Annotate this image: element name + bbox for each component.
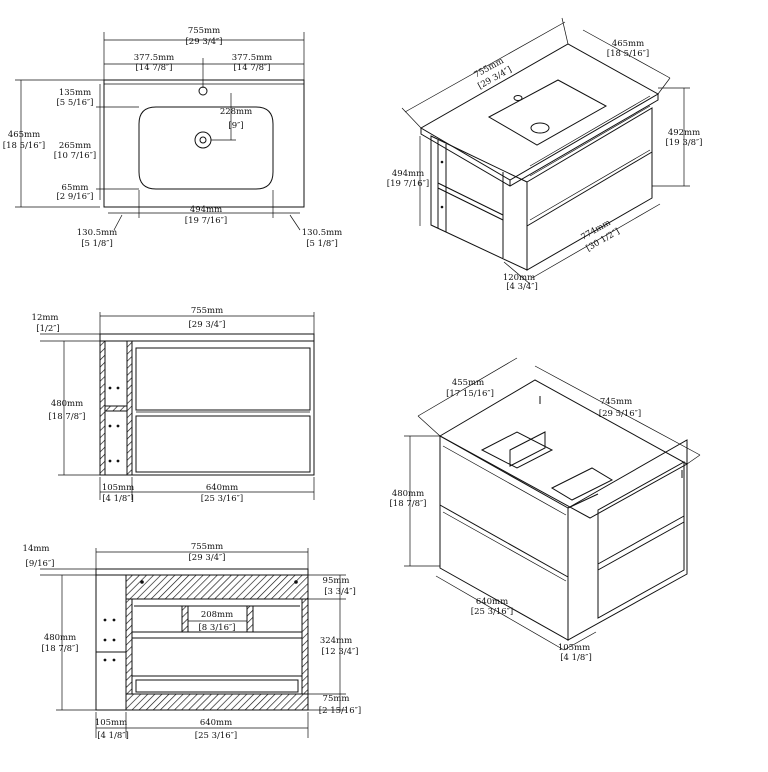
- top-tap-offset-in: [5 5/16″]: [56, 98, 93, 108]
- top-bowl-depth-in: [10 7/16″]: [54, 151, 96, 161]
- section-shelf-unit: [95, 574, 127, 711]
- section-top-mm: 14mm: [23, 544, 50, 554]
- iso-shelf-height-in: [19 7/16″]: [387, 179, 429, 189]
- iso-shelf-depth-in: [4 3/4″]: [506, 282, 538, 292]
- section-view: 755mm [29 3/4″] 14mm [9/16″] 480mm [18 7…: [23, 542, 362, 741]
- section-gap-in: [8 3/16″]: [198, 623, 235, 633]
- front-drawer-lower: [135, 415, 311, 473]
- top-side-left-in: [5 1/8″]: [81, 239, 113, 249]
- section-middle-mm: 324mm: [320, 636, 352, 646]
- front-width-in: [29 3/4″]: [188, 320, 225, 330]
- top-depth-mm: 465mm: [8, 130, 40, 140]
- front-cabinet-mm: 640mm: [206, 483, 238, 493]
- front-countertop: [99, 333, 315, 342]
- section-width-mm: 755mm: [191, 542, 223, 552]
- isometric-top-view: 755mm [29 3/4″] 465mm [18 5/16″] 492mm […: [387, 17, 703, 292]
- front-shelf-in: [4 1/8″]: [102, 494, 134, 504]
- front-width-mm: 755mm: [191, 306, 223, 316]
- iso-depth-mm: 465mm: [612, 39, 644, 49]
- top-view: 755mm [29 3/4″] 377.5mm [14 7/8″] 377.5m…: [3, 26, 342, 249]
- iso-b-width-mm: 745mm: [600, 397, 632, 407]
- iso-b-cabinet-mm: 640mm: [476, 597, 508, 607]
- front-height-mm: 480mm: [51, 399, 83, 409]
- iso-b-height-in: [18 7/8″]: [389, 499, 426, 509]
- top-half-right-in: [14 7/8″]: [233, 63, 270, 73]
- iso-b-depth-mm: 455mm: [452, 378, 484, 388]
- section-top-in: [9/16″]: [26, 559, 55, 569]
- iso-drain-icon: [530, 122, 550, 134]
- iso-shelf-side: [567, 439, 688, 641]
- top-front-in: [2 9/16″]: [56, 192, 93, 202]
- top-side-right-in: [5 1/8″]: [306, 239, 338, 249]
- front-cabinet-in: [25 3/16″]: [201, 494, 243, 504]
- basin-outline: [138, 106, 274, 190]
- iso-height-mm: 492mm: [668, 128, 700, 138]
- section-height-mm: 480mm: [44, 633, 76, 643]
- top-side-left-mm: 130.5mm: [77, 228, 117, 238]
- iso-shelf-height-mm: 494mm: [392, 169, 424, 179]
- iso-b-depth-in: [17 15/16″]: [446, 389, 494, 399]
- section-lower-in: [2 15/16″]: [319, 706, 361, 716]
- countertop-outline: [103, 79, 305, 208]
- front-cabinet: [131, 340, 315, 476]
- top-drain-mm: 228mm: [220, 107, 252, 117]
- section-cabinet-in: [25 3/16″]: [195, 731, 237, 741]
- iso-b-shelf-in: [4 1/8″]: [560, 653, 592, 663]
- iso-cabinet-top-edges: [438, 379, 689, 519]
- section-width-in: [29 3/4″]: [188, 553, 225, 563]
- section-middle-in: [12 3/4″]: [321, 647, 358, 657]
- front-top-mm: 12mm: [32, 313, 59, 323]
- section-height-in: [18 7/8″]: [41, 644, 78, 654]
- top-tap-offset-mm: 135mm: [59, 88, 91, 98]
- top-front-mm: 65mm: [62, 183, 89, 193]
- front-drawer-upper: [135, 347, 311, 411]
- drain-icon: [194, 131, 212, 149]
- section-countertop: [95, 568, 309, 576]
- section-upper-rail: [125, 574, 309, 600]
- top-bowl-depth-mm: 265mm: [59, 141, 91, 151]
- section-gap-mm: 208mm: [201, 610, 233, 620]
- section-lower-mm: 75mm: [323, 694, 350, 704]
- top-width-in: [29 3/4″]: [185, 37, 222, 47]
- top-depth-in: [18 5/16″]: [3, 141, 45, 151]
- front-view: 755mm [29 3/4″] 12mm [1/2″] 480mm [18 7/…: [32, 306, 315, 504]
- iso-height-in: [19 3/8″]: [665, 138, 702, 148]
- iso-depth-in: [18 5/16″]: [607, 49, 649, 59]
- top-half-right-mm: 377.5mm: [232, 53, 272, 63]
- top-width-mm: 755mm: [188, 26, 220, 36]
- top-half-left-in: [14 7/8″]: [135, 63, 172, 73]
- iso-basin: [487, 79, 608, 146]
- top-half-left-mm: 377.5mm: [134, 53, 174, 63]
- top-bowl-width-mm: 494mm: [190, 205, 222, 215]
- section-upper-in: [3 3/4″]: [324, 587, 356, 597]
- top-side-right-mm: 130.5mm: [302, 228, 342, 238]
- faucet-hole-icon: [198, 86, 208, 96]
- section-lower-rail: [125, 693, 309, 711]
- section-shelf-in: [4 1/8″]: [97, 731, 129, 741]
- iso-b-cabinet-in: [25 3/16″]: [471, 607, 513, 617]
- front-shelf-mm: 105mm: [102, 483, 134, 493]
- iso-shelf-depth-mm: 120mm: [503, 273, 535, 283]
- front-height-in: [18 7/8″]: [48, 412, 85, 422]
- front-top-in: [1/2″]: [36, 324, 60, 334]
- iso-b-shelf-mm: 105mm: [558, 643, 590, 653]
- iso-b-width-in: [29 5/16″]: [599, 409, 641, 419]
- top-bowl-width-in: [19 7/16″]: [185, 216, 227, 226]
- section-cabinet-mm: 640mm: [200, 718, 232, 728]
- iso-b-height-mm: 480mm: [392, 489, 424, 499]
- section-shelf-mm: 105mm: [95, 718, 127, 728]
- iso-faucet-icon: [513, 95, 523, 101]
- top-drain-in: [9″]: [228, 121, 243, 131]
- section-upper-mm: 95mm: [323, 576, 350, 586]
- isometric-bottom-view: 455mm [17 15/16″] 745mm [29 5/16″] 480mm…: [389, 357, 701, 663]
